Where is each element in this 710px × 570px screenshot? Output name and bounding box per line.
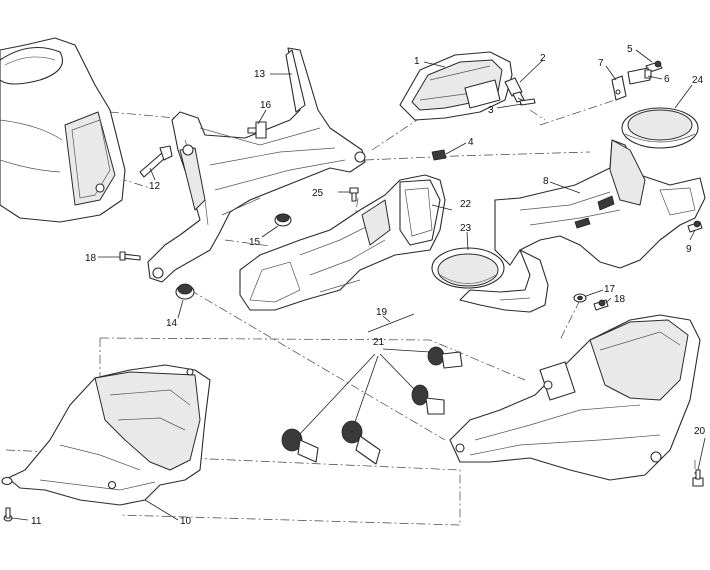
bolt-20 xyxy=(692,469,704,487)
callout-20: 20 xyxy=(694,426,706,437)
bulb-c xyxy=(281,428,319,463)
bulb-sockets-21 xyxy=(281,346,463,465)
callout-14: 14 xyxy=(166,318,178,329)
callout-5: 5 xyxy=(627,44,633,55)
callout-18-left: 18 xyxy=(85,253,97,264)
screw-25 xyxy=(349,187,359,202)
bulb-d xyxy=(341,420,381,465)
nut-4 xyxy=(431,149,447,161)
lower-nose-bracket xyxy=(459,249,549,313)
sensor-6 xyxy=(627,67,652,85)
callout-25: 25 xyxy=(312,188,324,199)
callout-16: 16 xyxy=(260,100,272,111)
callout-7: 7 xyxy=(598,58,604,69)
leader-lines xyxy=(11,49,706,521)
callout-3: 3 xyxy=(488,105,494,116)
callout-21: 21 xyxy=(373,337,385,348)
bolt-12 xyxy=(139,145,173,178)
callout-12: 12 xyxy=(149,181,161,192)
callout-24: 24 xyxy=(692,75,704,86)
callout-4: 4 xyxy=(468,137,474,148)
bolt-16 xyxy=(247,121,267,139)
callout-13: 13 xyxy=(254,69,266,80)
grommet-15 xyxy=(274,213,292,227)
frame-head xyxy=(0,37,126,223)
screw-11 xyxy=(3,507,13,522)
callout-23: 23 xyxy=(460,223,472,234)
callout-9: 9 xyxy=(686,244,692,255)
callout-6: 6 xyxy=(664,74,670,85)
callout-1: 1 xyxy=(414,56,420,67)
callout-labels: 1 2 3 4 5 6 7 8 9 10 11 12 13 14 15 16 1… xyxy=(31,44,706,527)
headlight-support-frame xyxy=(147,47,366,283)
callout-11: 11 xyxy=(31,516,42,527)
screw-18-right xyxy=(593,299,609,311)
bulb-b xyxy=(411,384,445,415)
headlight-duct xyxy=(239,174,446,311)
lens-cover-23 xyxy=(431,247,505,289)
headlight-unit xyxy=(449,314,701,481)
grommet-14 xyxy=(175,283,195,300)
callout-8: 8 xyxy=(543,176,549,187)
bulb-a xyxy=(427,346,463,369)
clip-7 xyxy=(611,75,627,101)
screw-18-left xyxy=(119,251,141,261)
callout-22: 22 xyxy=(460,199,472,210)
instrument-cluster xyxy=(399,51,513,121)
connector-2 xyxy=(504,77,531,105)
assembly-lines xyxy=(5,99,701,526)
screw-9 xyxy=(687,220,703,233)
washer-11 xyxy=(1,476,13,486)
pin-3 xyxy=(519,98,536,106)
rod-19 xyxy=(367,313,415,333)
round-cover-24 xyxy=(621,107,699,149)
washer-17 xyxy=(573,293,587,303)
upper-fairing xyxy=(494,139,706,269)
callout-19: 19 xyxy=(376,307,388,318)
callout-2: 2 xyxy=(540,53,546,64)
callout-18-right: 18 xyxy=(614,294,626,305)
callout-17: 17 xyxy=(604,284,616,295)
callout-15: 15 xyxy=(249,237,261,248)
callout-10: 10 xyxy=(180,516,192,527)
lower-fairing-panel xyxy=(7,364,211,506)
